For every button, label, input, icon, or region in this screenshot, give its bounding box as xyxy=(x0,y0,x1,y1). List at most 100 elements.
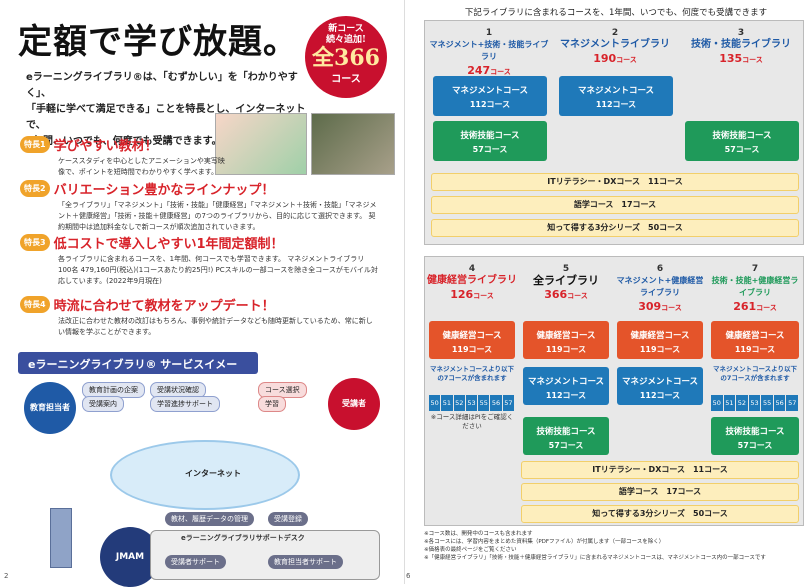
desk-tag: 受講登録 xyxy=(268,512,308,526)
desk-tag: 教材、履歴データの管理 xyxy=(165,512,254,526)
it-dx-course-bar: ITリテラシー・DXコース 11コース xyxy=(521,461,799,479)
page-number: 2 xyxy=(4,572,9,580)
badge-total: 全366 xyxy=(312,45,380,71)
admin-tag: 学習進捗サポート xyxy=(150,396,220,412)
course-count: 112コース xyxy=(595,100,637,109)
col-unit: コース xyxy=(661,304,682,312)
col-num: 2 xyxy=(611,28,619,38)
col-count: 247 xyxy=(467,64,491,77)
intro-line: eラーニングライブラリ®は、「むずかしい」を「わかりやすく」、 xyxy=(26,72,298,99)
course-num: 51 xyxy=(441,395,453,411)
internet-cloud xyxy=(110,440,300,510)
animation-screenshot xyxy=(215,113,307,175)
course-count: 57コース xyxy=(724,145,760,154)
library-col-header: 1 マネジメント+技術・技能ライブラリ 247コース xyxy=(429,27,549,78)
col-num: 5 xyxy=(562,264,570,274)
detail-note: ※コース詳細はPIをご確認ください xyxy=(430,413,514,430)
footnote: ※価格表の最終ページをご覧ください xyxy=(424,547,517,553)
live-action-screenshot xyxy=(311,113,395,175)
col-unit: コース xyxy=(616,56,637,64)
footnote: ※「健康経営ライブラリ」「技術・技能＋健康経営ライブラリ」に含まれるマネジメント… xyxy=(424,555,766,561)
col-unit: コース xyxy=(756,304,777,312)
course-num: 52 xyxy=(453,395,465,411)
course-count-badge: 新コース 続々追加! 全366 コース xyxy=(305,16,387,98)
page-title: 定額で学び放題。 xyxy=(18,22,298,62)
course-num: 55 xyxy=(761,395,773,411)
feature-label: 特長1 xyxy=(20,136,50,153)
included-courses-note: マネジメントコースより以下の7コースが含まれます xyxy=(712,365,798,382)
course-label: 技術技能コース xyxy=(712,131,772,141)
col-count: 309 xyxy=(638,300,662,313)
course-count: 119コース xyxy=(451,345,493,354)
col-name: マネジメントライブラリ xyxy=(560,39,670,50)
intro-text: eラーニングライブラリ®は、「むずかしい」を「わかりやすく」、 「手軽に学べて満… xyxy=(26,70,306,150)
course-num: 55 xyxy=(478,395,490,411)
service-image-title: eラーニングライブラリ® サービスイメージ xyxy=(18,352,258,387)
course-count: 119コース xyxy=(545,345,587,354)
health-course-box: 健康経営コース 119コース xyxy=(711,321,799,359)
feature-title: バリエーション豊かなラインナップ！ xyxy=(53,183,275,198)
three-minute-series-bar: 知って得する3分シリーズ 50コース xyxy=(431,219,799,237)
course-label: 健康経営コース xyxy=(630,331,690,341)
col-num: 1 xyxy=(485,28,493,38)
col-name: 技術・技能ライブラリ xyxy=(691,39,791,50)
health-course-box: 健康経営コース 119コース xyxy=(429,321,515,359)
course-label: 技術技能コース xyxy=(725,427,785,437)
feature-desc: 各ライブラリに含まれるコースを、1年間、何コースでも学習できます。 マネジメント… xyxy=(58,255,378,285)
footnote: ※コース数は、開発中のコースも含まれます xyxy=(424,531,533,537)
col-name: 健康経営ライブラリ xyxy=(427,275,517,286)
admin-circle: 教育担当者 xyxy=(24,382,76,434)
it-dx-course-bar: ITリテラシー・DXコース 11コース xyxy=(431,173,799,191)
feature-desc: 「全ライブラリ」「マネジメント」「技術・技能」「健康経営」「マネジメント＋技術・… xyxy=(58,201,377,231)
course-num: 57 xyxy=(502,395,514,411)
footnotes: ※コース数は、開発中のコースも含まれます ※各コースには、学習内容をまとめた資料… xyxy=(424,530,804,562)
course-count: 57コース xyxy=(548,441,584,450)
course-label: 健康経営コース xyxy=(442,331,502,341)
col-count: 366 xyxy=(544,288,568,301)
col-count: 126 xyxy=(450,288,474,301)
course-count: 57コース xyxy=(472,145,508,154)
feature-title: 学びやすい教材！ xyxy=(53,139,158,154)
course-num: 57 xyxy=(786,395,799,411)
col-name: マネジメント+技術・技能ライブラリ xyxy=(429,40,549,61)
col-num: 7 xyxy=(751,264,759,274)
building-icon xyxy=(50,508,72,568)
col-name: マネジメント+健康経営ライブラリ xyxy=(616,276,704,297)
course-num: 53 xyxy=(748,395,761,411)
course-num: 56 xyxy=(773,395,786,411)
col-unit: コース xyxy=(490,68,511,76)
col-unit: コース xyxy=(473,292,494,300)
desk-tag: 受講者サポート xyxy=(165,555,226,569)
col-name: 技術・技能+健康経営ライブラリ xyxy=(711,276,799,297)
col-count: 135 xyxy=(719,52,743,65)
feature-label: 特長3 xyxy=(20,234,50,251)
page-number: 6 xyxy=(406,572,411,580)
feature-label: 特長2 xyxy=(20,180,50,197)
intro-line: 1年間、いつでも、何度でも受講できます。 xyxy=(26,136,222,147)
col-count: 190 xyxy=(593,52,617,65)
learner-circle: 受講者 xyxy=(328,378,380,430)
course-label: 健康経営コース xyxy=(725,331,785,341)
col-unit: コース xyxy=(742,56,763,64)
course-count: 112コース xyxy=(639,391,681,400)
course-num: 52 xyxy=(736,395,748,411)
course-label: マネジメントコース xyxy=(527,377,605,387)
language-course-bar: 語学コース 17コース xyxy=(521,483,799,501)
desk-tag: 教育担当者サポート xyxy=(268,555,343,569)
course-count: 119コース xyxy=(734,345,776,354)
col-num: 4 xyxy=(468,264,476,274)
